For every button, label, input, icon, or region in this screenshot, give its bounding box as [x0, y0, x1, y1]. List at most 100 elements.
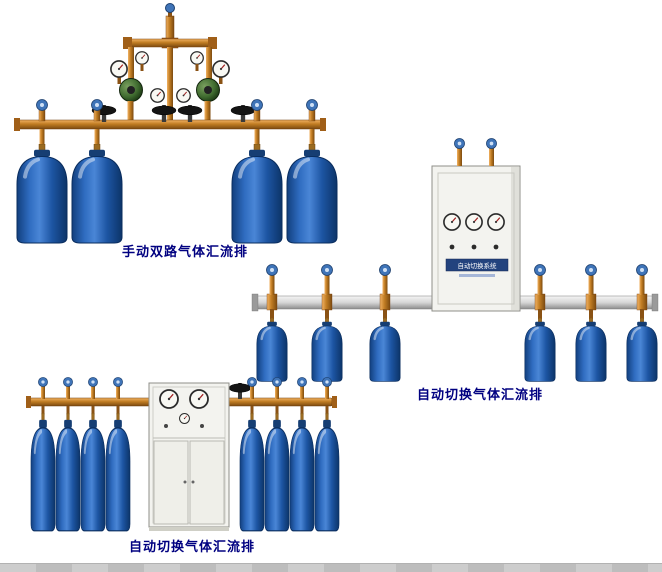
valve-fitting [325, 386, 329, 399]
cylinder-station [31, 377, 55, 530]
valve-fitting [308, 109, 316, 122]
top-valve-knob-icon [165, 3, 175, 13]
cylinder-connector [589, 309, 593, 319]
gas-cylinder [106, 413, 130, 531]
drop-pipe-left [128, 47, 134, 81]
pipe-end-cap [332, 396, 337, 408]
center-drop-pipe [167, 47, 173, 120]
rail-coupler [321, 293, 333, 311]
pressure-gauge-icon [179, 413, 190, 424]
gas-cylinder [265, 413, 289, 531]
cylinder-station [265, 377, 289, 530]
valve-knob-icon [454, 138, 465, 149]
manifold-auto-floor-illustration [26, 377, 339, 531]
cabinet-door-left [153, 440, 189, 525]
door-handle [191, 480, 195, 484]
cylinder-connector [300, 406, 304, 415]
cylinder-connector [66, 406, 70, 415]
valve-knob-icon [63, 377, 73, 387]
valve-knob-icon [379, 264, 391, 276]
valve-knob-icon [321, 264, 333, 276]
rail-coupler [266, 293, 278, 311]
pressure-gauge-icon [487, 213, 505, 231]
regulator-down-pipe [127, 101, 134, 120]
valve-handwheel-icon [177, 104, 203, 122]
valve-fitting [324, 275, 330, 295]
pressure-gauge-icon [190, 51, 204, 65]
pressure-gauge-icon [110, 60, 128, 78]
cylinder-station [625, 264, 659, 382]
valve-knob-icon [272, 377, 282, 387]
pressure-gauge-icon [189, 389, 209, 409]
gas-cylinder [56, 413, 80, 531]
regulator-down-pipe [204, 101, 211, 120]
elbow-left [123, 37, 132, 49]
cylinder-station [290, 377, 314, 530]
valve-knob-icon [266, 264, 278, 276]
pressure-gauge-icon [150, 88, 165, 103]
rail-end-cap [651, 293, 659, 312]
gas-cylinder [315, 413, 339, 531]
valve-fitting [41, 386, 45, 399]
cabinet-door-right [189, 440, 225, 525]
control-cabinet [148, 382, 230, 531]
valve-fitting [537, 275, 543, 295]
rail-coupler [585, 293, 597, 311]
valve-knob-icon [36, 99, 48, 111]
cylinder-connector [383, 309, 387, 319]
valve-knob-icon [322, 377, 332, 387]
pressure-regulator-left [110, 51, 149, 120]
product-caption-auto-wall: 自动切换气体汇流排 [416, 388, 543, 403]
cylinder-connector [254, 129, 260, 145]
product-caption-manual-dual: 手动双路气体汇流排 [121, 245, 248, 260]
rail-coupler [379, 293, 391, 311]
rail-coupler [534, 293, 546, 311]
gauge-stem [117, 76, 121, 84]
cabinet-plate-subline [459, 274, 495, 277]
cylinder-connector [538, 309, 542, 319]
gas-cylinder [31, 413, 55, 531]
valve-fitting [91, 386, 95, 399]
cylinder-connector [640, 309, 644, 319]
cabinet-door-outline [437, 172, 515, 305]
cabinet-side-shade [511, 167, 519, 310]
regulator-hub [204, 86, 212, 94]
cylinder-station [240, 377, 264, 530]
valve-knob-icon [297, 377, 307, 387]
valve-fitting [269, 275, 275, 295]
cylinder-connector [309, 129, 315, 145]
cylinder-connector [94, 129, 100, 145]
valve-fitting [639, 275, 645, 295]
valve-handwheel-icon [228, 382, 252, 399]
valve-fitting [275, 386, 279, 399]
valve-fitting [382, 275, 388, 295]
valve-fitting [66, 386, 70, 399]
cabinet-name-plate [445, 258, 509, 272]
valve-fitting [38, 109, 46, 122]
gas-cylinder [574, 318, 608, 382]
valve-fitting [588, 275, 594, 295]
cylinder-connector [325, 309, 329, 319]
valve-knob-icon [306, 99, 318, 111]
pressure-regulator-right [190, 51, 230, 120]
gas-cylinder [523, 318, 557, 382]
indicator-light [449, 244, 455, 250]
valve-handwheel-icon [230, 104, 256, 122]
valve-knob-icon [251, 99, 263, 111]
product-caption-auto-floor: 自动切换气体汇流排 [128, 540, 255, 555]
valve-knob-icon [91, 99, 103, 111]
manifold-main-pipe [17, 119, 323, 130]
cabinet-panel-outline [152, 386, 226, 524]
valve-knob-icon [534, 264, 546, 276]
valve-knob-icon [88, 377, 98, 387]
valve-fitting [116, 386, 120, 399]
pressure-gauge-icon [159, 389, 179, 409]
gas-cylinder [70, 144, 124, 244]
regulator-hub [127, 86, 135, 94]
elbow-right [208, 37, 217, 49]
cylinder-station [255, 264, 289, 382]
gas-cylinder [310, 318, 344, 382]
gas-cylinder [290, 413, 314, 531]
indicator-light [493, 244, 499, 250]
